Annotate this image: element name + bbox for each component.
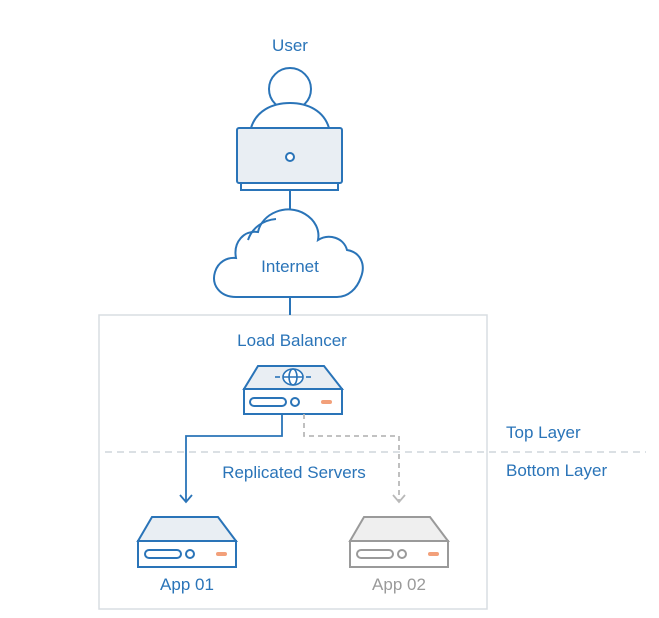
laptop-icon [236,127,343,191]
server-icon [136,516,238,568]
server-icon [348,516,450,568]
arrow-to-app-02 [303,414,406,504]
app-01-label: App 01 [160,575,214,594]
app-02-label: App 02 [372,575,426,594]
internet-label: Internet [261,257,319,276]
load-balancer-label: Load Balancer [237,331,347,350]
globe-icon [275,368,311,386]
bottom-layer-label: Bottom Layer [506,461,608,480]
user-icon [249,67,331,129]
load-balancer-icon [242,365,345,415]
top-layer-label: Top Layer [506,423,581,442]
user-label: User [272,36,308,55]
arrow-to-app-01 [179,414,283,504]
cloud-icon [213,208,364,298]
layers-container [98,314,488,610]
replicated-servers-label: Replicated Servers [222,463,366,482]
